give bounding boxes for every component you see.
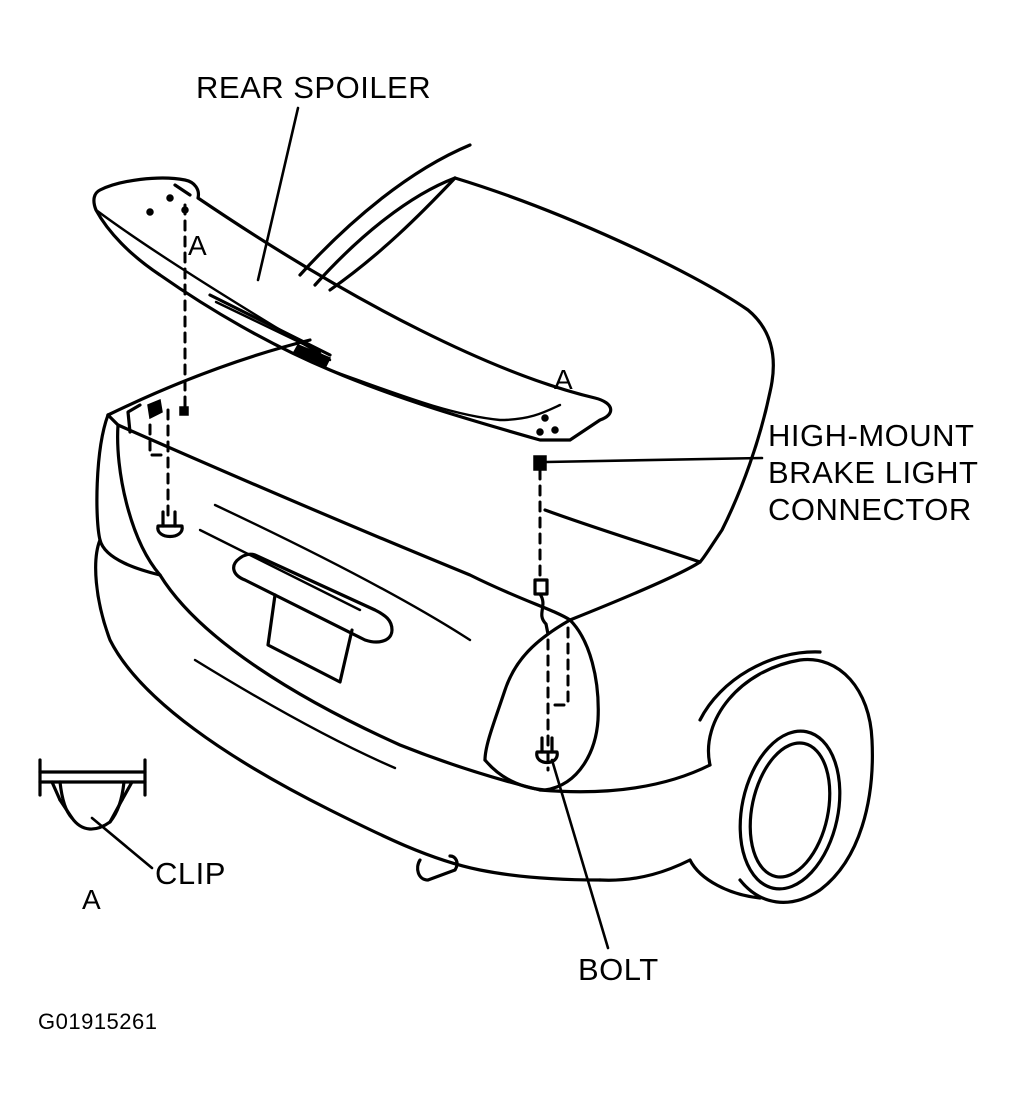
clip-detail xyxy=(38,758,147,831)
callout-a-right: A xyxy=(554,364,574,395)
connector-label-line-3: CONNECTOR xyxy=(768,492,972,527)
right-mounting xyxy=(533,455,570,772)
exhaust-tip xyxy=(416,854,459,882)
left-tail-light xyxy=(95,413,162,577)
figure-id: G01915261 xyxy=(38,1009,158,1034)
right-tail-light xyxy=(483,618,600,792)
trunk-lid xyxy=(106,338,702,642)
rear-wheel xyxy=(688,650,874,904)
left-mounting xyxy=(147,203,189,539)
callout-a-left: A xyxy=(188,230,208,261)
rear-spoiler xyxy=(92,176,613,442)
detail-a-label: A xyxy=(82,884,102,915)
clip-label: CLIP xyxy=(155,856,226,891)
license-plate-recess xyxy=(232,552,394,684)
leader-lines xyxy=(90,106,764,950)
connector-label-line-2: BRAKE LIGHT xyxy=(768,455,979,490)
connector-label-line-1: HIGH-MOUNT xyxy=(768,418,975,453)
bolt-label: BOLT xyxy=(578,952,659,987)
spoiler-brake-light-lens xyxy=(208,293,332,367)
rear-bumper xyxy=(94,538,712,882)
right-bolt-icon xyxy=(535,736,559,765)
rear-spoiler-label: REAR SPOILER xyxy=(196,70,432,105)
left-bolt-icon xyxy=(156,510,184,539)
rear-window xyxy=(298,143,775,564)
high-mount-brake-light-connector xyxy=(533,455,550,636)
